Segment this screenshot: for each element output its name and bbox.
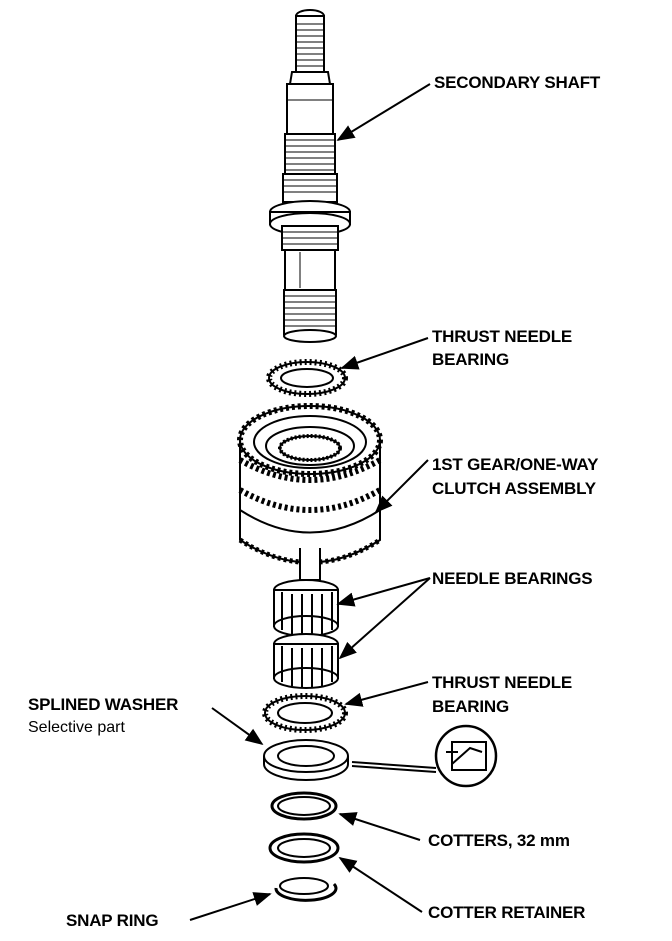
needle-bearing-lower <box>273 633 339 689</box>
label-cotter-retainer: COTTER RETAINER <box>428 903 586 922</box>
thrust-needle-bearing-top <box>266 359 348 397</box>
label-thrust-needle-bearing-top-line2: BEARING <box>432 350 509 369</box>
leader-lines <box>189 83 437 921</box>
label-thrust-needle-bearing-top-line1: THRUST NEEDLE <box>432 327 573 346</box>
label-selective-part: Selective part <box>28 719 125 736</box>
label-thrust-needle-bearing-bottom-line2: BEARING <box>432 697 509 716</box>
splined-washer <box>263 739 349 781</box>
label-snap-ring: SNAP RING <box>66 911 159 930</box>
cotters <box>270 791 338 821</box>
first-gear-clutch-assembly <box>237 403 383 581</box>
label-secondary-shaft: SECONDARY SHAFT <box>434 73 601 92</box>
thrust-needle-bearing-bottom <box>262 693 348 733</box>
label-cotters: COTTERS, 32 mm <box>428 831 570 850</box>
label-splined-washer: SPLINED WASHER <box>28 695 179 714</box>
label-first-gear-line2: CLUTCH ASSEMBLY <box>432 479 596 498</box>
label-needle-bearings: NEEDLE BEARINGS <box>432 569 593 588</box>
selective-part-symbol-icon <box>434 724 498 788</box>
needle-bearing-upper <box>273 579 339 637</box>
cotter-retainer <box>268 832 340 864</box>
snap-ring <box>274 877 338 902</box>
secondary-shaft <box>269 9 351 343</box>
label-first-gear-line1: 1ST GEAR/ONE-WAY <box>432 455 599 474</box>
label-thrust-needle-bearing-bottom-line1: THRUST NEEDLE <box>432 673 573 692</box>
